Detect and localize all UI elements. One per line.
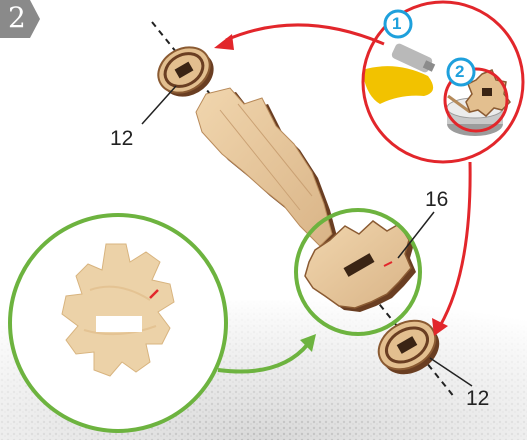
callout-gear: 16 bbox=[425, 188, 449, 211]
leader-line-top bbox=[141, 85, 177, 125]
glue-inset bbox=[361, 0, 525, 164]
washer-top-left bbox=[157, 46, 214, 97]
step-badge-shape bbox=[0, 0, 40, 38]
gear-part bbox=[304, 220, 416, 312]
arrow-to-bottom-washer bbox=[438, 161, 472, 327]
gear-zoom-detail bbox=[8, 213, 228, 433]
substep-2-label: 2 bbox=[455, 62, 465, 81]
washer-bottom-right bbox=[377, 319, 440, 375]
step-badge: 2 bbox=[0, 0, 40, 38]
callout-bottom-washer: 12 bbox=[466, 387, 490, 410]
gear-icon bbox=[61, 243, 175, 377]
gear-highlight-circle bbox=[294, 208, 422, 336]
leader-line-bottom bbox=[429, 357, 473, 387]
zoom-arrow bbox=[217, 342, 310, 374]
step-number: 2 bbox=[8, 1, 26, 34]
substep-1-label: 1 bbox=[392, 14, 402, 33]
arrow-to-top-washer bbox=[225, 23, 385, 46]
leader-line-gear bbox=[397, 211, 435, 259]
shaft-part bbox=[195, 87, 338, 252]
glue-tube-icon bbox=[363, 43, 436, 104]
callout-top-washer: 12 bbox=[110, 127, 134, 150]
